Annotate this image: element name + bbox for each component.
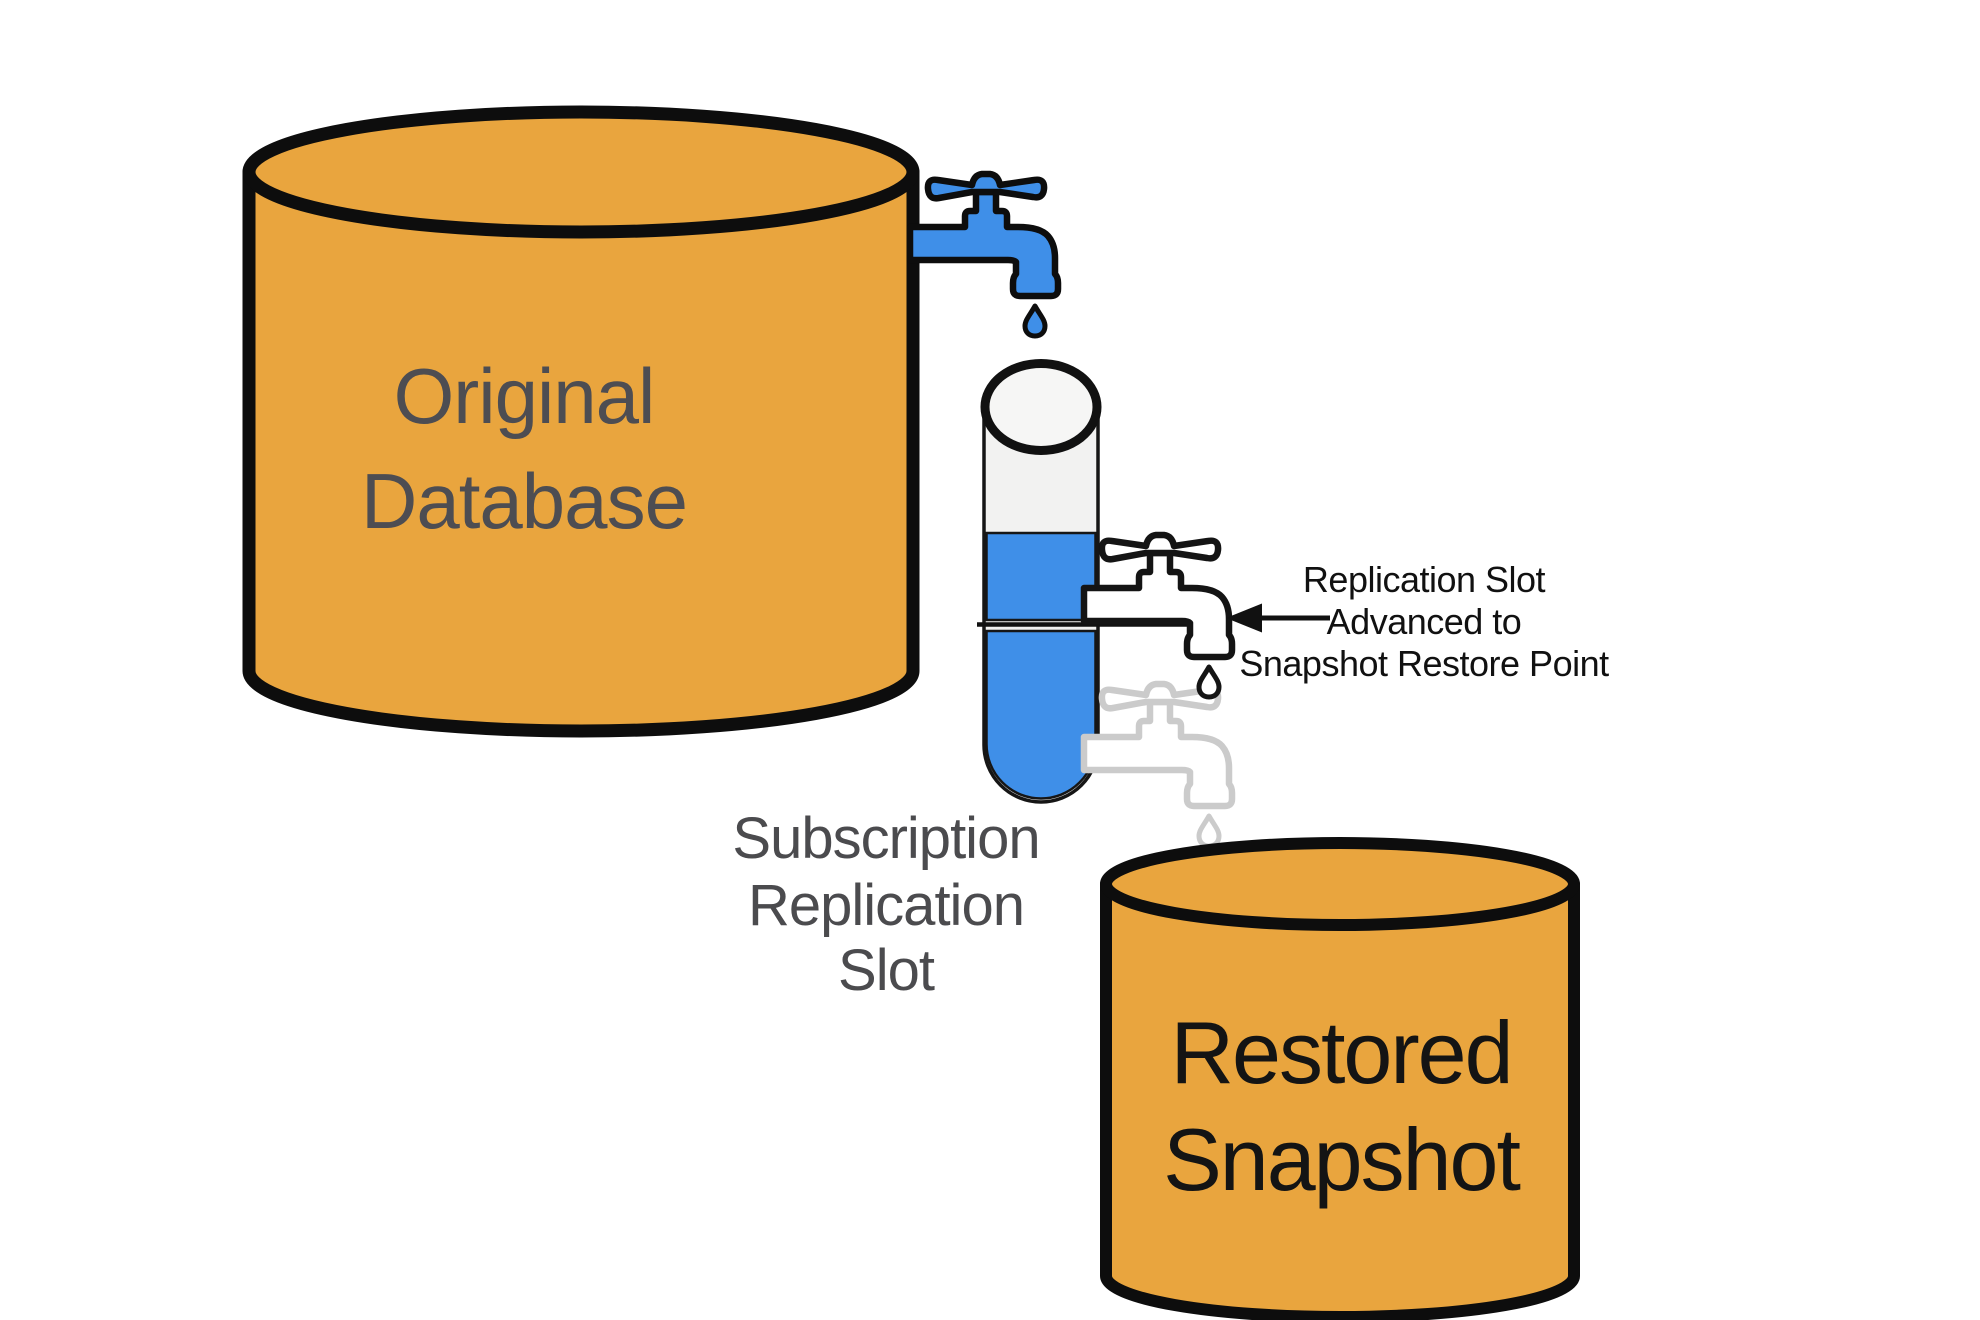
cylinder-body	[242, 165, 920, 738]
cylinder-top	[1100, 837, 1580, 931]
restored-snapshot-label-line1: Restored	[1170, 1003, 1511, 1102]
subscription-slot-label-line1: Subscription	[732, 806, 1039, 871]
subscription-slot-label-line3: Slot	[838, 938, 935, 1003]
snapshot-faucet-icon	[1084, 535, 1232, 697]
original-database-label-line1: Original	[394, 352, 655, 440]
replication-slot-tube	[977, 359, 1196, 804]
annotation-line3: Snapshot Restore Point	[1239, 643, 1609, 684]
cylinder-top	[242, 105, 920, 239]
subscription-slot-label: Subscription Replication Slot	[732, 806, 1040, 1003]
annotation-line1: Replication Slot	[1303, 559, 1546, 600]
original-database-cylinder: Original Database	[242, 105, 920, 738]
subscription-slot-label-line2: Replication	[748, 873, 1024, 938]
restored-snapshot-cylinder: Restored Snapshot	[1100, 837, 1580, 1320]
original-database-label-line2: Database	[361, 457, 687, 545]
annotation-line2: Advanced to	[1327, 601, 1522, 642]
left-arrow-icon	[1226, 603, 1262, 633]
cylinder-body	[1100, 878, 1580, 1320]
annotation: Replication Slot Advanced to Snapshot Re…	[1226, 559, 1610, 684]
tube-mouth	[980, 359, 1102, 455]
tube-water-upper	[985, 531, 1097, 622]
source-faucet-icon	[910, 174, 1058, 336]
tube-water-lower	[985, 629, 1097, 800]
faded-faucet-icon	[1084, 684, 1232, 846]
restored-snapshot-label-line2: Snapshot	[1163, 1110, 1520, 1209]
